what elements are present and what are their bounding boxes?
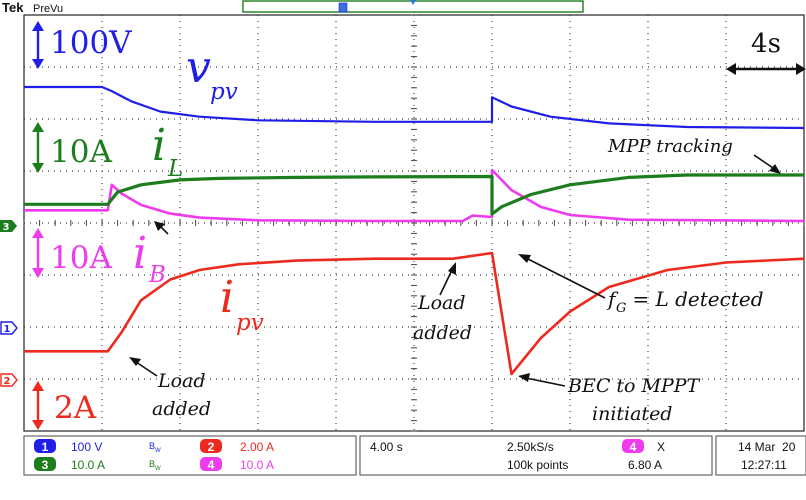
fg-subscript: G [616,301,626,316]
ch1-scale: 100 V [71,440,102,454]
vpv-symbol: v [186,42,211,93]
arrow-bec-initiated [518,373,566,387]
arrow-load-added-1 [129,357,158,377]
ipv-scale-arrow [32,381,44,430]
date-label: 14 Mar 20 [738,440,796,454]
ib-symbol: i [133,228,147,279]
status-bar: 1 100 V B W 2 2.00 A 3 10.0 A B W 4 10.0… [0,433,806,500]
il-subscript: L [167,156,183,182]
ch3-ground-marker: 3 [0,220,17,233]
time-per-div: 4.00 s [370,440,403,454]
load-added-1-line1: Load [157,370,206,392]
ch3-scale: 10.0 A [71,458,105,472]
ipv-subscript: pv [236,310,264,336]
trigger-position-marker [338,2,348,13]
record-length: 100k points [507,458,568,472]
ch1-badge [34,439,56,453]
load-added-2-line2: added [413,322,472,344]
measure-symbol: X [657,440,665,454]
ch3-badge-num: 3 [42,458,49,472]
il-scale-arrow [32,122,44,173]
ch1-ground-marker: 1 [0,321,18,335]
top-bar: Tek PreVu [2,0,584,15]
mpp-tracking-label: MPP tracking [607,136,733,157]
ch3-bw-label: B [149,459,155,469]
signal-names: v pv i L i B i pv [133,42,264,336]
load-added-1-line2: added [152,398,211,420]
ch1-marker-label: 1 [4,324,11,335]
ch3-badge [34,457,56,471]
ch4-scale: 10.0 A [240,458,274,472]
measure-ch4-badge [622,439,644,453]
measure-ch-num: 4 [630,440,637,454]
ch2-ground-marker: 2 [0,373,18,387]
horizontal-settings-panel[interactable] [359,435,713,476]
arrow-mpp-tracking [753,154,781,174]
brand-label: Tek [2,0,24,15]
fg-detected-label: = L detected [626,287,764,311]
grid-lines [23,14,805,432]
ib-subscript: B [148,262,166,288]
ch3-marker-label: 3 [3,222,10,233]
arrow-ib-pointer [154,221,169,235]
ch2-badge [200,439,222,453]
trace-v-pv [24,85,805,130]
vertical-settings-panel[interactable] [23,435,357,476]
ch1-bw-label: B [149,441,155,451]
ch2-scale: 2.00 A [240,440,274,454]
arrow-fg-detected [518,254,606,299]
il-scale-label: 10A [50,134,112,170]
ch1-badge-num: 1 [42,440,49,454]
annotations: MPP tracking Load added Load added f G =… [129,136,781,425]
channel-markers: 3 1 2 [0,220,18,387]
vpv-subscript: pv [210,79,238,105]
vpv-scale-arrow [32,21,44,69]
ib-scale-arrow [32,228,44,278]
time-scale-indicator: 4s [726,29,806,75]
time-label: 12:27:11 [741,458,787,472]
vpv-scale-label: 100V [50,25,132,61]
ch1-bw-sub: W [155,448,161,454]
trace-i-pv [24,251,805,376]
scale-indicators: 100V 10A 10A 2A [32,21,132,430]
bec-label-line1: BEC to MPPT [567,375,701,397]
ib-scale-label: 10A [50,240,112,276]
ch3-bw-sub: W [155,466,161,472]
ch2-badge-num: 2 [208,440,215,454]
load-added-2-line1: Load [417,292,466,314]
time-scale-label: 4s [751,29,781,59]
waveform-traces [24,85,805,376]
graticule [23,14,805,432]
ch4-badge [200,457,222,471]
ch2-marker-label: 2 [4,376,11,387]
sample-rate: 2.50kS/s [507,440,554,454]
trace-i-L [24,173,804,216]
ipv-scale-label: 2A [54,390,97,426]
mode-label: PreVu [33,3,63,15]
expansion-point-icon [410,0,416,5]
measure-value: 6.80 A [628,458,662,472]
arrow-load-added-2 [439,262,456,296]
ipv-symbol: i [220,272,234,323]
bec-label-line2: initiated [592,403,672,425]
ch4-badge-num: 4 [208,458,215,472]
il-symbol: i [152,120,166,171]
datetime-panel [715,435,806,476]
